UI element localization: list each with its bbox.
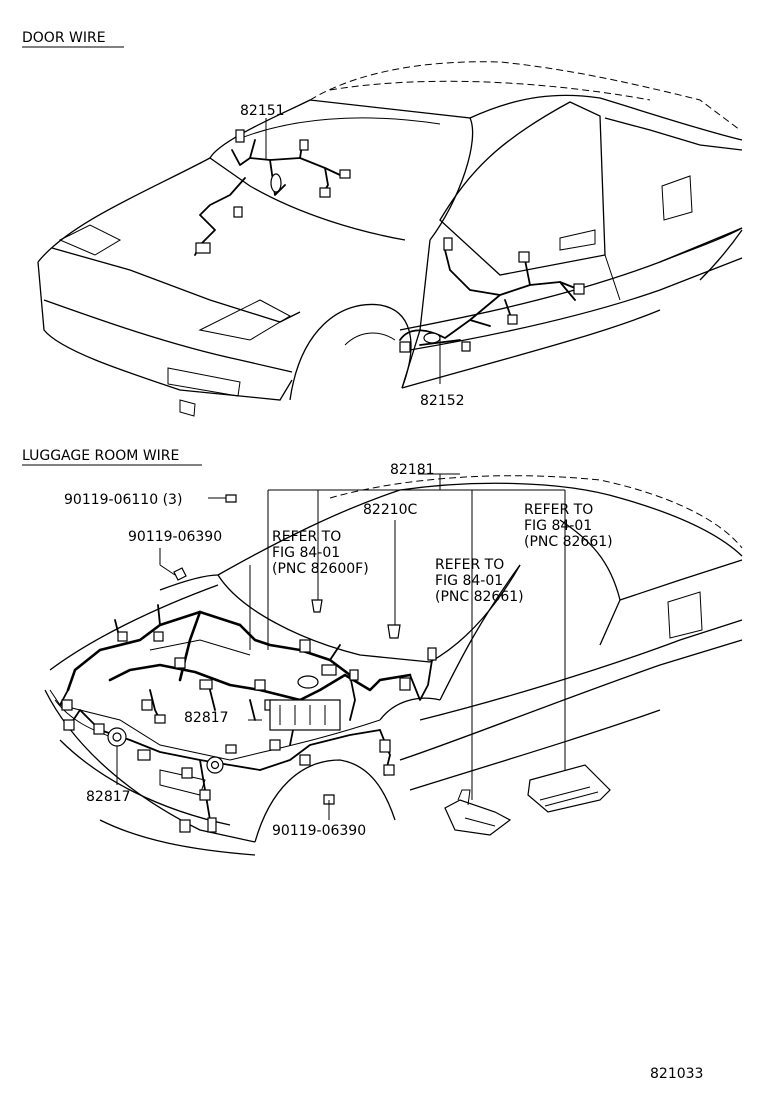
bolt-left-icon [173,567,187,581]
label-bolt-bottom: 90119-06390 [272,823,366,839]
door-harness-82151 [194,129,351,256]
luggage-harness [59,494,611,836]
computer-module-82661 [527,764,611,813]
door-harness-82152 [399,237,585,353]
svg-text:(PNC 82661): (PNC 82661) [524,534,613,550]
svg-text:FIG 84-01: FIG 84-01 [524,518,592,534]
label-sensor-a: 82817 [184,710,229,726]
label-82151: 82151 [240,103,285,119]
svg-text:FIG 84-01: FIG 84-01 [435,573,503,589]
ref-callout-82600f: REFER TO FIG 84-01 (PNC 82600F) [272,529,369,577]
bolt-top-icon [225,494,237,503]
label-bolt-left: 90119-06390 [128,529,222,545]
door-wire-title: DOOR WIRE [22,30,106,46]
svg-text:(PNC 82600F): (PNC 82600F) [272,561,369,577]
svg-text:(PNC 82661): (PNC 82661) [435,589,524,605]
junction-block [269,699,341,731]
label-sensor-b: 82817 [86,789,131,805]
svg-text:REFER TO: REFER TO [272,529,341,545]
bolt-bottom-icon [323,794,335,805]
label-82181: 82181 [390,462,435,478]
svg-text:REFER TO: REFER TO [524,502,593,518]
luggage-wire-section: LUGGAGE ROOM WIRE [22,448,743,856]
svg-text:REFER TO: REFER TO [435,557,504,573]
luggage-leaders [116,473,566,820]
door-car-body [37,61,743,417]
part-82210c-icon [387,624,401,639]
label-82210c: 82210C [363,502,418,518]
figure-number: 821033 [650,1066,703,1082]
luggage-wire-title: LUGGAGE ROOM WIRE [22,448,179,464]
label-bolt-top: 90119-06110 (3) [64,492,182,508]
part-82600f-icon [311,599,323,613]
bracket-82661 [444,789,512,836]
label-82152: 82152 [420,393,465,409]
ref-callout-82661-mid: REFER TO FIG 84-01 (PNC 82661) [435,557,524,605]
door-wire-section: DOOR WIRE [22,30,743,417]
ref-callout-82661-right: REFER TO FIG 84-01 (PNC 82661) [524,502,613,550]
svg-text:FIG 84-01: FIG 84-01 [272,545,340,561]
